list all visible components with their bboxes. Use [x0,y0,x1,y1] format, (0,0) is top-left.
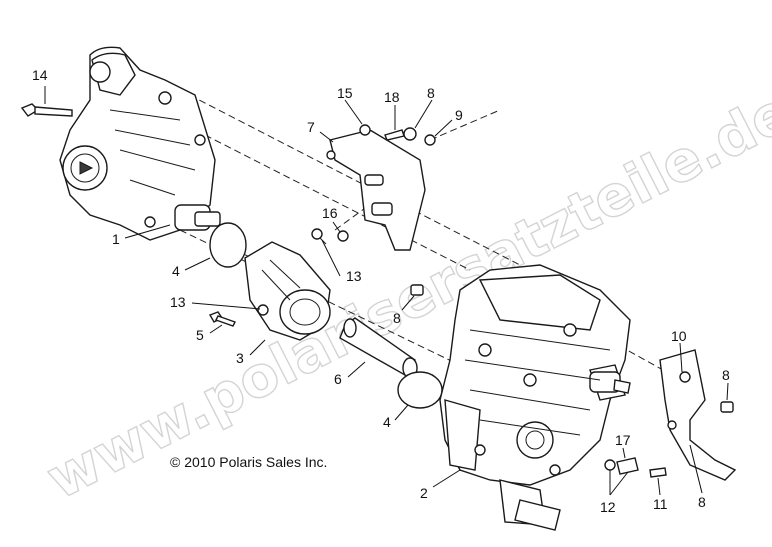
callout-4: 4 [383,414,391,430]
bolt-11 [649,467,667,478]
callout-16: 16 [322,205,338,221]
callout-8: 8 [393,310,401,326]
callout-15: 15 [337,85,353,101]
bolt-13-upper [311,228,327,245]
coupler-housing [244,241,331,341]
leader-lines [44,86,729,496]
callout-2: 2 [420,485,428,501]
callout-10: 10 [671,328,687,344]
callout-7: 7 [307,119,315,135]
callout-9: 9 [455,107,463,123]
callout-1: 1 [112,231,120,247]
rear-bracket [659,349,737,481]
bolt-8-bracket [410,284,424,296]
o-ring-lower [397,371,443,409]
washer-16 [337,230,349,242]
callout-12: 12 [600,499,616,515]
bolt-8-rear [720,401,734,413]
callouts: 14 1 4 13 5 3 6 4 7 15 18 8 9 16 13 8 10… [32,67,730,515]
front-gearcase [59,46,221,241]
callout-8: 8 [722,367,730,383]
copyright-text: © 2010 Polaris Sales Inc. [170,454,327,470]
callout-5: 5 [196,327,204,343]
bolt-13-lower [257,304,269,316]
callout-4: 4 [172,263,180,279]
nut-15 [359,124,371,136]
bolt-14 [20,103,73,117]
mounting-bracket [326,129,426,251]
callout-14: 14 [32,67,48,83]
callout-11: 11 [653,496,668,512]
bolt-5 [208,311,236,327]
washer-8 [403,127,417,141]
callout-18: 18 [384,89,400,105]
shaft-tube [339,317,418,379]
callout-13: 13 [346,268,362,284]
bolt-18 [384,129,405,141]
callout-13: 13 [170,294,186,310]
washer-12 [604,459,616,471]
callout-8: 8 [698,494,706,510]
main-transmission [439,264,631,531]
fitting-17 [616,457,639,475]
callout-17: 17 [615,432,631,448]
o-ring-upper [209,222,247,268]
callout-8: 8 [427,85,435,101]
callout-6: 6 [334,371,342,387]
callout-3: 3 [236,350,244,366]
washer-9 [424,134,436,146]
